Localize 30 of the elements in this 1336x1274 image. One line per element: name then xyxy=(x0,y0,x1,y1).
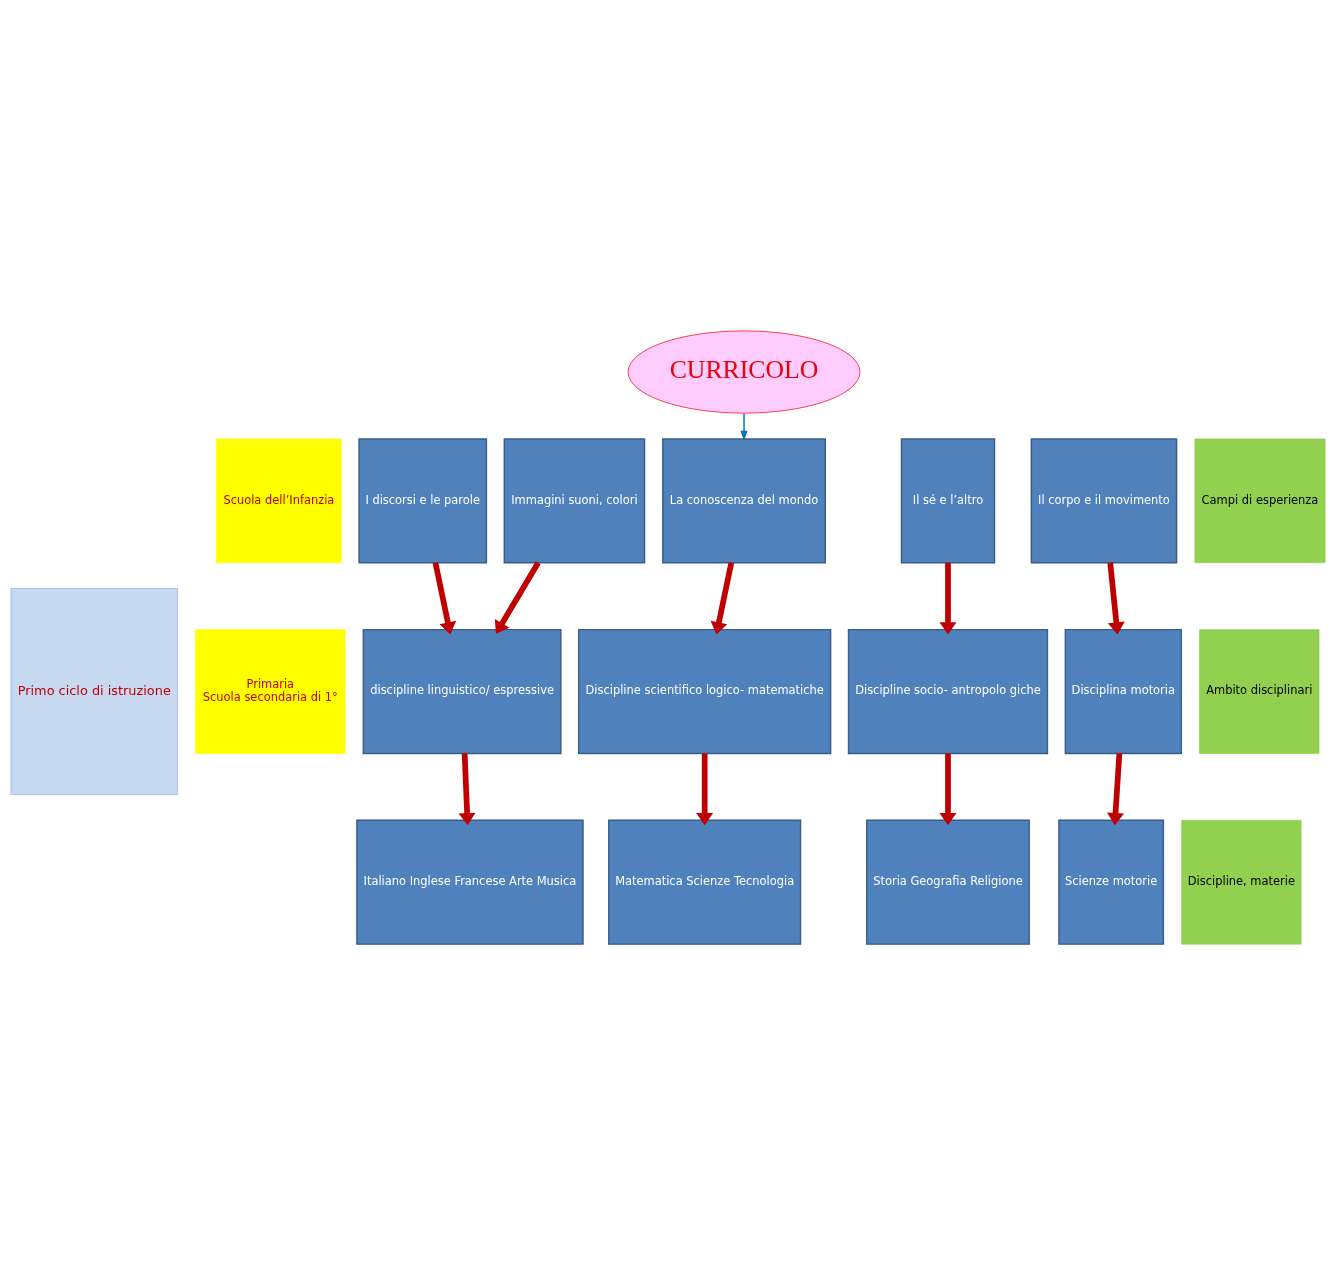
arrow xyxy=(710,561,735,634)
node-box: La conoscenza del mondo xyxy=(662,437,826,563)
node-box: Disciplina motoria xyxy=(1064,628,1182,754)
arrow xyxy=(939,752,957,825)
node-box: I discorsi e le parole xyxy=(358,437,488,563)
arrow xyxy=(696,752,714,825)
arrow xyxy=(1107,752,1124,825)
arrow xyxy=(494,560,541,634)
node-box: Primo ciclo di istruzione xyxy=(10,587,178,795)
node-box: Matematica Scienze Tecnologia xyxy=(608,819,802,945)
node-box: Discipline, materie xyxy=(1181,819,1302,944)
node-box: Ambito disciplinari xyxy=(1199,628,1320,754)
node-box: Primaria Scuola secondaria di 1° xyxy=(195,628,346,754)
node-box: Il corpo e il movimento xyxy=(1030,437,1178,563)
node-box: Discipline socio- antropolo giche xyxy=(847,628,1049,754)
node-box: Italiano Inglese Francese Arte Musica xyxy=(356,819,584,945)
node-box: Immagini suoni, colori xyxy=(503,437,646,563)
node-box: Scuola dell’Infanzia xyxy=(216,438,342,563)
arrow xyxy=(458,752,476,825)
node-box: Scienze motorie xyxy=(1058,819,1165,945)
node-box: discipline linguistico/ espressive xyxy=(362,628,562,754)
arrow xyxy=(1107,561,1125,634)
arrow xyxy=(939,562,957,634)
node-box: Discipline scientifico logico- matematiche xyxy=(578,628,832,754)
node-box: Storia Geografia Religione xyxy=(866,819,1030,945)
node-ellipse: CURRICOLO xyxy=(627,330,861,414)
arrow xyxy=(432,561,457,634)
node-box: Campi di esperienza xyxy=(1194,438,1326,563)
arrow xyxy=(740,412,748,441)
node-box: Il sé e l’altro xyxy=(900,437,996,563)
